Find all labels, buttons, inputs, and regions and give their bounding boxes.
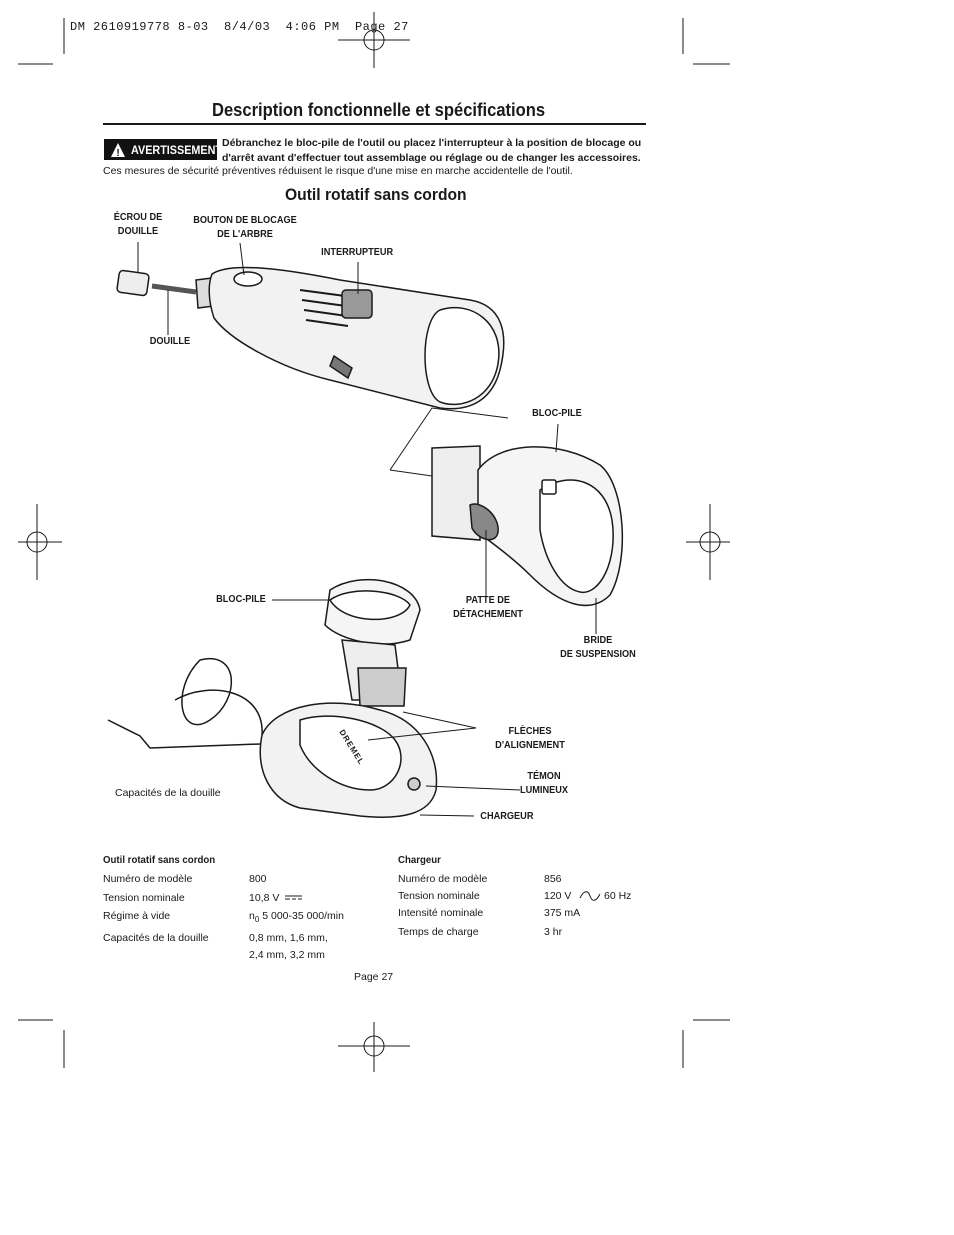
- section-subtitle: Outil rotatif sans cordon: [285, 185, 467, 204]
- spec-tool-speed-val: n0 5 000-35 000/min: [249, 910, 344, 925]
- label-chargeur: CHARGEUR: [480, 811, 534, 822]
- spec-charger-time-val: 3 hr: [544, 926, 563, 938]
- warning-triangle-icon: !: [110, 142, 126, 159]
- label-bloc-pile-left: BLOC-PILE: [216, 594, 266, 605]
- warning-badge: ! AVERTISSEMENT: [104, 139, 222, 160]
- print-header: DM 2610919778 8-03 8/4/03 4:06 PM Page 2…: [70, 20, 409, 34]
- spec-tool-model-key: Numéro de modèle: [103, 873, 193, 885]
- ac-symbol: [579, 891, 601, 901]
- spec-tool-voltage-val: 10,8 V: [249, 892, 280, 904]
- spec-charger-current-val: 375 mA: [544, 907, 581, 919]
- leader-lines: [137, 242, 597, 817]
- caption-capacites: Capacités de la douille: [115, 787, 221, 799]
- spec-charger-voltage-val: 120 V: [544, 890, 572, 902]
- spec-charger-model-key: Numéro de modèle: [398, 873, 488, 885]
- page-title: Description fonctionnelle et spécificati…: [212, 100, 546, 120]
- spec-charger-current-key: Intensité nominale: [398, 907, 484, 919]
- warning-normal-text: Ces mesures de sécurité préventives rédu…: [103, 165, 573, 177]
- spec-charger-time-key: Temps de charge: [398, 926, 479, 938]
- spec-charger-frequency-val: 60 Hz: [604, 890, 632, 902]
- spec-tool-voltage-key: Tension nominale: [103, 892, 185, 904]
- spec-tool-heading: Outil rotatif sans cordon: [103, 854, 216, 866]
- battery-pack-drawing: [431, 445, 624, 607]
- warning-line-2: d'arrêt avant d'effectuer tout assemblag…: [222, 152, 641, 164]
- spec-charger-model-val: 856: [544, 873, 562, 885]
- charger-drawing: [107, 578, 438, 818]
- label-douille: DOUILLE: [149, 336, 191, 347]
- spec-tool-collet-val: 0,8 mm, 1,6 mm,2,4 mm, 3,2 mm: [249, 932, 328, 961]
- warning-bold-text: Débranchez le bloc-pile de l'outil ou pl…: [222, 136, 652, 166]
- warning-label: AVERTISSEMENT: [131, 142, 223, 157]
- crop-marks: [18, 12, 730, 1072]
- spec-tool-speed-key: Régime à vide: [103, 910, 171, 922]
- spec-charger-voltage-key: Tension nominale: [398, 890, 480, 902]
- label-interrupteur: INTERRUPTEUR: [321, 247, 394, 258]
- svg-text:!: !: [116, 148, 119, 158]
- spec-tool-collet-key: Capacités de la douille: [103, 932, 209, 944]
- label-bloc-pile-top: BLOC-PILE: [532, 408, 582, 419]
- page-number: Page 27: [354, 971, 394, 983]
- title-rule: [103, 123, 646, 125]
- rotary-tool-drawing: [116, 266, 505, 410]
- spec-charger-heading: Chargeur: [398, 854, 441, 866]
- spec-tool-model-val: 800: [249, 873, 267, 885]
- warning-line-1: Débranchez le bloc-pile de l'outil ou pl…: [222, 137, 642, 149]
- dc-symbol: [285, 895, 302, 900]
